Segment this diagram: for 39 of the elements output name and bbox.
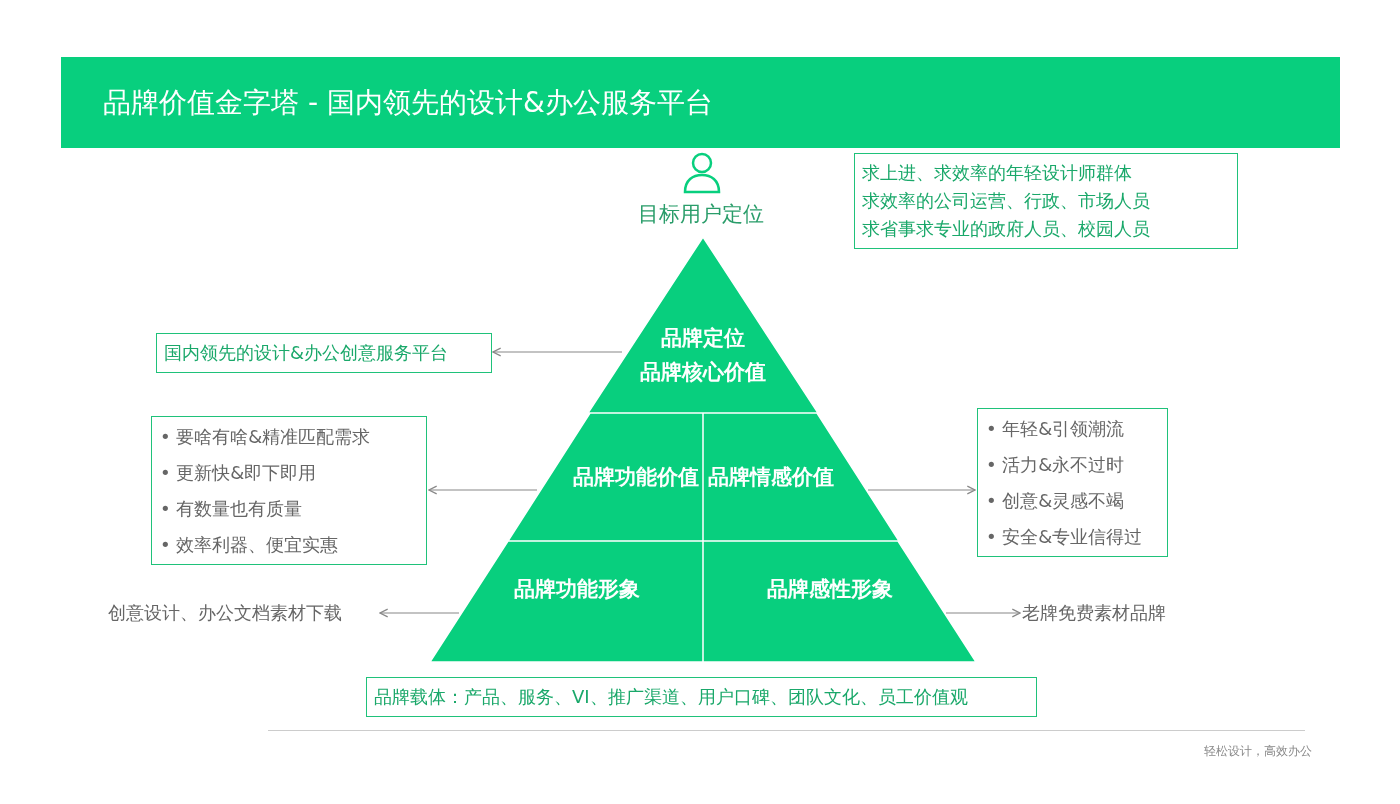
box-text: 品牌载体：产品、服务、VI、推广渠道、用户口碑、团队文化、员工价值观 xyxy=(374,685,969,709)
list-item: • 更新快&即下即用 xyxy=(160,460,318,485)
list-item: • 有数量也有质量 xyxy=(160,496,304,521)
title-banner: 品牌价值金字塔 - 国内领先的设计&办公服务平台 xyxy=(61,57,1340,148)
heading-label: 目标用户定位 xyxy=(637,201,765,228)
box-text: 求效率的公司运营、行政、市场人员 xyxy=(862,189,1151,213)
list-item: • 效率利器、便宜实惠 xyxy=(160,532,340,557)
arrow xyxy=(492,347,623,357)
pyramid-segment xyxy=(430,541,703,662)
arrow xyxy=(379,608,460,618)
box-text: 求上进、求效率的年轻设计师群体 xyxy=(862,161,1133,185)
text-box xyxy=(366,677,1037,717)
segment-label: 品牌感性形象 xyxy=(766,575,893,603)
segment-label: 品牌情感价值 xyxy=(708,464,834,491)
segment-label: 品牌功能价值 xyxy=(572,464,699,491)
list-item: • 创意&灵感不竭 xyxy=(986,488,1126,513)
box-text: 国内领先的设计&办公创意服务平台 xyxy=(164,341,450,365)
text-box xyxy=(854,153,1238,249)
caption-text: 老牌免费素材品牌 xyxy=(1022,598,1192,628)
arrow xyxy=(867,485,976,495)
pyramid-segment xyxy=(703,541,976,662)
list-item: • 活力&永不过时 xyxy=(986,452,1126,477)
box-text: 求省事求专业的政府人员、校园人员 xyxy=(862,217,1151,241)
arrow xyxy=(945,608,1021,618)
caption-text: 创意设计、办公文档素材下载 xyxy=(108,598,378,628)
list-item: • 安全&专业信得过 xyxy=(986,524,1144,549)
pyramid-segment xyxy=(588,237,818,413)
bullet-list-box xyxy=(977,408,1168,557)
list-item: • 要啥有啥&精准匹配需求 xyxy=(160,424,372,449)
arrow xyxy=(428,485,538,495)
slogan-text: 轻松设计，高效办公 xyxy=(1203,743,1312,760)
list-item: • 年轻&引领潮流 xyxy=(986,416,1126,441)
text-box xyxy=(156,333,492,373)
segment-label: 品牌功能形象 xyxy=(513,575,640,603)
bullet-list-box xyxy=(151,416,427,565)
pyramid-segment xyxy=(508,413,703,541)
pyramid-segment xyxy=(703,413,899,541)
segment-label: 品牌核心价值 xyxy=(640,359,766,386)
segment-label: 品牌定位 xyxy=(661,325,745,352)
